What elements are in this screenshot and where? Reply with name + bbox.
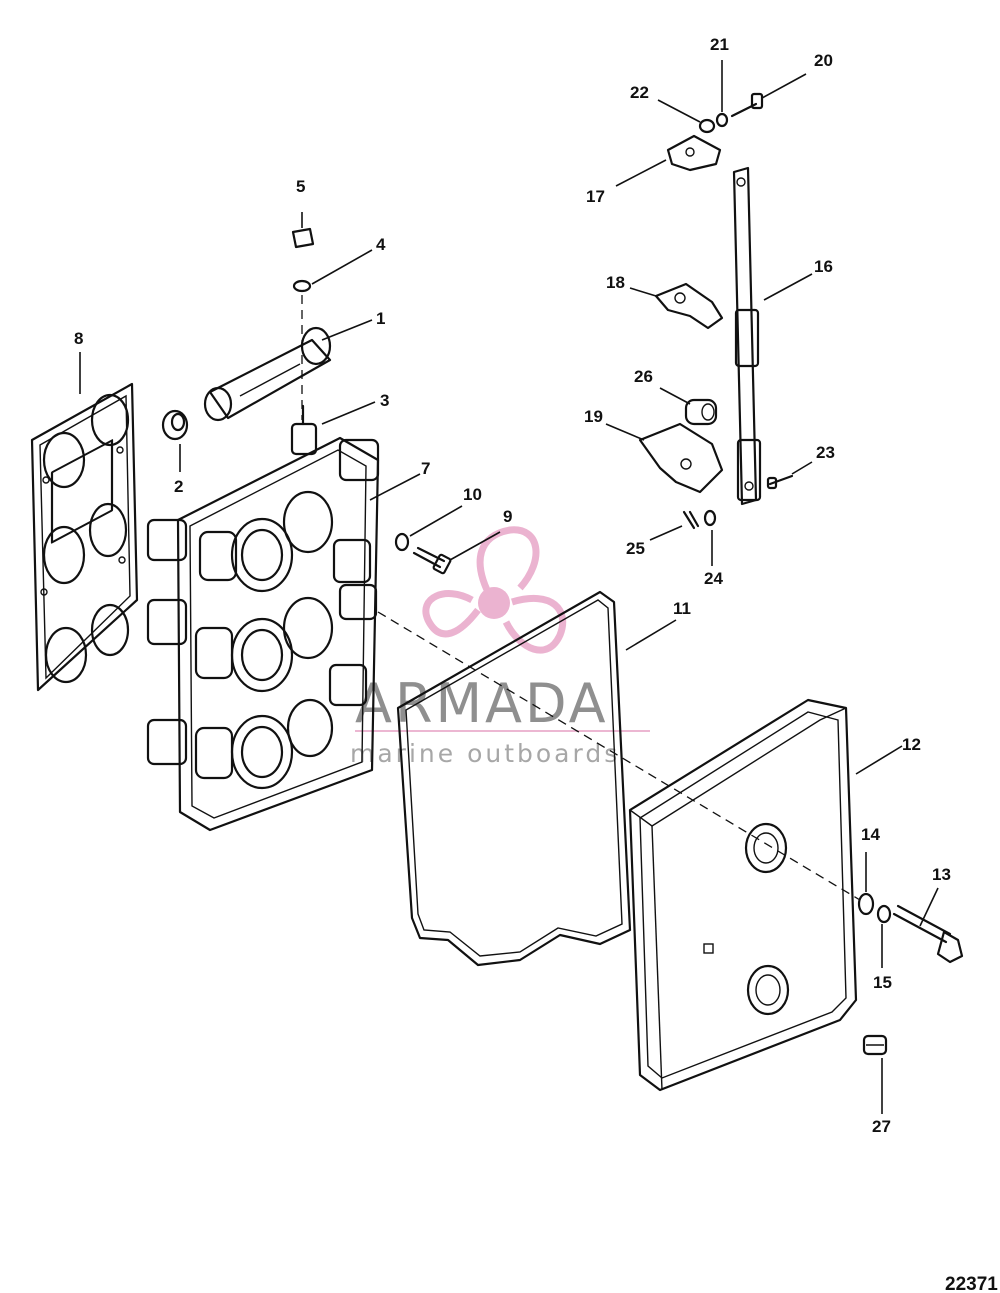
callout-3: 3: [380, 391, 389, 410]
part-17-bracket: [666, 134, 722, 172]
callout-19: 19: [584, 407, 603, 426]
callout-13: 13: [932, 865, 951, 884]
callout-numbers: 1 2 3 4 5 7 8 9 10 11 12 13 14 15 16 17 …: [74, 35, 951, 1136]
callout-2: 2: [174, 477, 183, 496]
part-16-link-rod: [732, 166, 762, 506]
part-10-washer: [394, 532, 410, 552]
part-14-washer: [857, 892, 875, 916]
callout-16: 16: [814, 257, 833, 276]
callout-27: 27: [872, 1117, 891, 1136]
callout-9: 9: [503, 507, 512, 526]
callout-14: 14: [861, 825, 880, 844]
callout-22: 22: [630, 83, 649, 102]
callout-12: 12: [902, 735, 921, 754]
callout-23: 23: [816, 443, 835, 462]
part-7-adapter-plate: [146, 436, 380, 832]
propeller-icon: [422, 526, 567, 654]
callout-18: 18: [606, 273, 625, 292]
part-22-washer: [698, 118, 716, 134]
part-12-cover: [628, 698, 858, 1092]
part-5-nut: [291, 227, 315, 249]
callout-7: 7: [421, 459, 430, 478]
callout-25: 25: [626, 539, 645, 558]
part-4-washer: [292, 279, 312, 293]
watermark-tagline: marine outboards: [350, 739, 620, 768]
part-11-cover-gasket: [396, 590, 632, 967]
callout-10: 10: [463, 485, 482, 504]
part-19-throttle-cam: [638, 422, 724, 494]
drawing-number: 22371: [945, 1274, 998, 1293]
part-15-lockwasher: [876, 904, 892, 924]
leader-lines: [79, 60, 939, 1114]
armada-logo-watermark: ARMADA marine outboards: [350, 526, 650, 768]
part-9-screw: [412, 546, 452, 575]
callout-11: 11: [673, 599, 691, 618]
part-2-bushing: [161, 409, 189, 441]
part-18-lever: [654, 282, 724, 330]
part-27-plug: [862, 1034, 888, 1056]
callout-21: 21: [710, 35, 729, 54]
callout-15: 15: [873, 973, 892, 992]
part-21-lockwasher: [715, 112, 729, 128]
callout-17: 17: [586, 187, 605, 206]
part-23-screw: [766, 474, 794, 490]
part-26-spacer: [684, 398, 718, 426]
part-1-linkage-arm: [203, 326, 332, 422]
callout-26: 26: [634, 367, 653, 386]
part-3-post: [290, 404, 318, 456]
callout-4: 4: [376, 235, 386, 254]
callout-1: 1: [376, 309, 385, 328]
callout-5: 5: [296, 177, 305, 196]
callout-24: 24: [704, 569, 723, 588]
callout-20: 20: [814, 51, 833, 70]
part-13-bolt: [892, 904, 964, 964]
watermark-brand: ARMADA: [355, 672, 609, 735]
part-20-screw: [730, 92, 764, 118]
assembly-axis-plate-cover: [377, 611, 861, 901]
part-24-washer: [703, 509, 717, 527]
part-8-gasket: [30, 382, 139, 692]
part-25-cotter-pin: [682, 510, 700, 530]
callout-8: 8: [74, 329, 83, 348]
